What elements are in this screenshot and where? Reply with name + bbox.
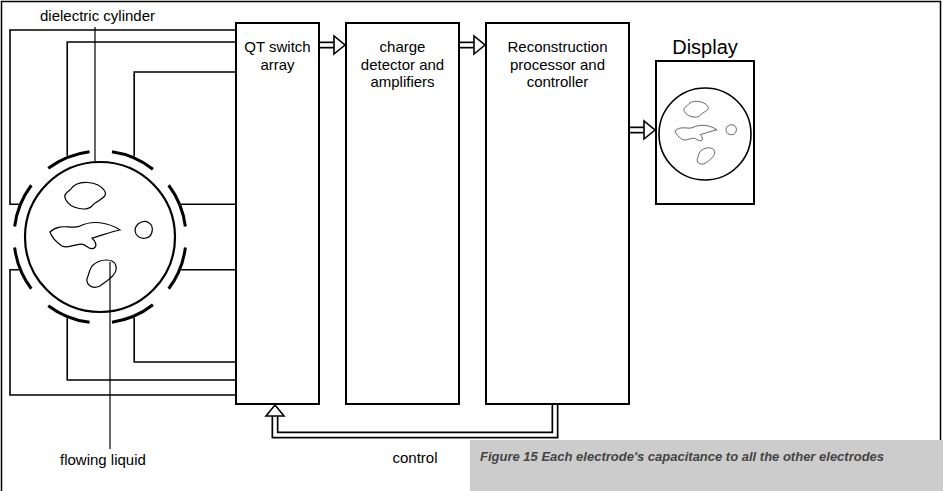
node-label: charge detector and amplifiers — [353, 38, 452, 91]
arrow-shaft-core — [320, 43, 334, 47]
electrode — [169, 247, 186, 288]
node-label: QT switch array — [243, 38, 312, 73]
electrode-wire — [67, 318, 235, 380]
edge-label: control — [389, 449, 440, 466]
figure-caption: Figure 15 Each electrode's capacitance t… — [470, 440, 943, 464]
node-heading: Display — [637, 36, 773, 58]
electrode-wire — [134, 72, 235, 156]
electrode — [15, 185, 32, 226]
arrow-shaft — [275, 405, 555, 435]
arrow-shaft — [630, 127, 644, 134]
display-image — [659, 88, 751, 180]
arrow-head — [266, 405, 284, 416]
dielectric-cylinder — [25, 162, 175, 312]
electrodes — [15, 152, 186, 323]
data-flow-arrow — [460, 36, 485, 54]
data-flow-arrow — [630, 121, 655, 139]
electrode-wires — [10, 30, 235, 395]
electrode — [15, 247, 32, 288]
arrow-shaft — [320, 42, 334, 49]
arrow-shaft-core — [630, 128, 644, 132]
electrode — [112, 152, 153, 169]
electrode — [169, 185, 186, 226]
leader-line — [109, 262, 110, 449]
node-label: Reconstruction processor and controller — [493, 38, 622, 91]
liquid-blobs — [50, 182, 152, 287]
arrow-head — [474, 36, 485, 54]
electrode-wire — [181, 203, 235, 205]
tomography-sensor — [10, 27, 235, 449]
amplifier-box: charge detector and amplifiers — [345, 22, 460, 405]
part-label: flowing liquid — [60, 451, 146, 468]
electrode — [112, 305, 153, 322]
electrode-wire — [10, 30, 235, 204]
data-flow-arrow — [266, 405, 555, 435]
caption-band: Figure 15 Each electrode's capacitance t… — [470, 440, 943, 491]
display-circle — [659, 88, 751, 180]
data-flow-arrow — [320, 36, 345, 54]
arrow-head — [334, 36, 345, 54]
switch-array-box: QT switch array — [235, 22, 320, 405]
electrode-wire — [67, 42, 235, 156]
arrow-shaft-core — [460, 43, 474, 47]
electrode — [48, 152, 89, 169]
electrode-wire — [10, 270, 235, 395]
arrow-head — [644, 121, 655, 139]
electrode-wire — [181, 269, 235, 271]
part-label: dielectric cylinder — [40, 7, 155, 24]
leader-line — [94, 27, 95, 161]
electrode-wire — [134, 318, 235, 362]
arrow-shaft-core — [275, 405, 555, 435]
display-box: Display — [655, 60, 755, 205]
processor-box: Reconstruction processor and controller — [485, 22, 630, 405]
arrow-shaft — [460, 42, 474, 49]
electrode — [48, 306, 89, 323]
